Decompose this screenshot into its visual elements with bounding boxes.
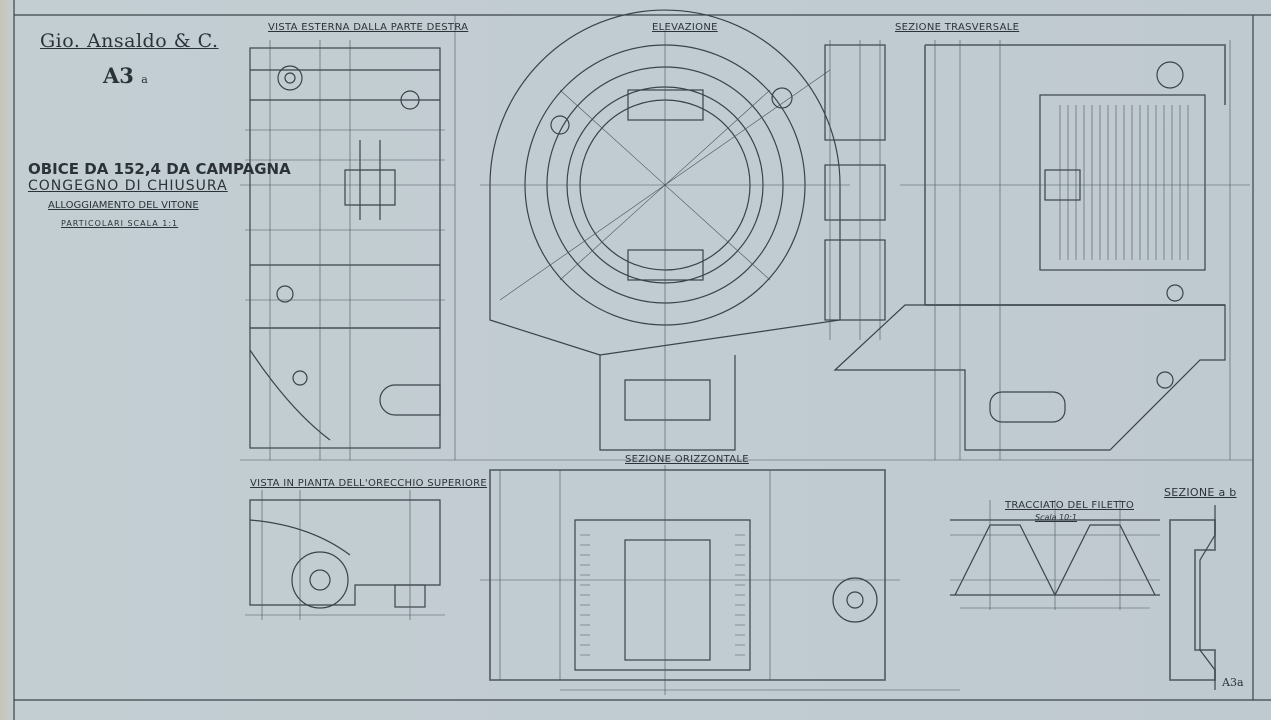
scale-note: PARTICOLARI SCALA 1:1 <box>61 219 179 228</box>
cross-section-drawing <box>833 40 1250 460</box>
plan-view-label: VISTA IN PIANTA DELL'ORECCHIO SUPERIORE <box>250 478 488 489</box>
sheet-id-suffix: a <box>141 73 148 86</box>
thread-profile-label: TRACCIATO DEL FILETTO <box>1005 500 1135 511</box>
elevation-drawing <box>480 9 886 451</box>
sheet-id-number: A3 <box>103 63 134 88</box>
section-ab-drawing <box>1169 505 1216 690</box>
cross-section-label: SEZIONE TRASVERSALE <box>895 22 1020 33</box>
corner-sheet-mark: A3a <box>1222 676 1244 689</box>
sheet-id: A3 a <box>103 63 148 88</box>
company-name: Gio. Ansaldo & C. <box>40 30 219 52</box>
elevation-label: ELEVAZIONE <box>652 22 718 33</box>
frame <box>13 0 1271 720</box>
drawing-title: OBICE DA 152,4 DA CAMPAGNA <box>28 160 291 178</box>
drawing-subtitle: CONGEGNO DI CHIUSURA <box>28 178 228 194</box>
thread-profile-drawing <box>950 500 1160 610</box>
plan-view-drawing <box>245 490 445 620</box>
horizontal-section-drawing <box>480 465 960 695</box>
horizontal-section-label: SEZIONE ORIZZONTALE <box>625 454 749 465</box>
external-view-drawing <box>240 40 455 460</box>
thread-scale-label: Scala 10:1 <box>1035 513 1078 522</box>
part-name: ALLOGGIAMENTO DEL VITONE <box>48 200 199 211</box>
section-ab-label: SEZIONE a b <box>1164 486 1237 499</box>
external-view-label: VISTA ESTERNA DALLA PARTE DESTRA <box>268 22 469 33</box>
